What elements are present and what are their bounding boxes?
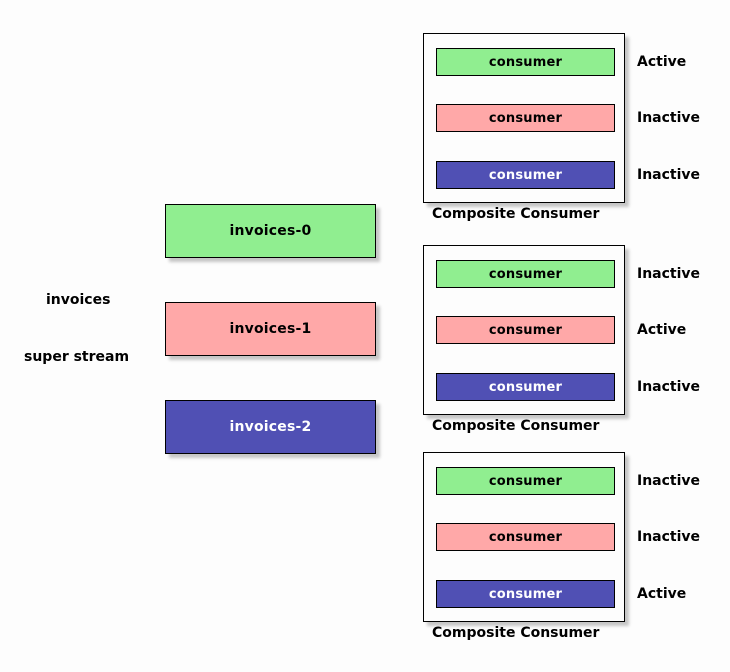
consumer-row: consumer — [436, 104, 615, 132]
partition-label: invoices-2 — [229, 419, 312, 435]
consumer-box-blue[interactable]: consumer — [436, 161, 615, 189]
composite-consumer-caption: Composite Consumer — [432, 625, 600, 641]
stream-partition-invoices-0[interactable]: invoices-0 — [165, 204, 376, 258]
consumer-row: consumer — [436, 523, 615, 551]
composite-consumer-group-1: consumer Active consumer Inactive consum… — [423, 33, 700, 222]
composite-consumer-caption: Composite Consumer — [432, 206, 600, 222]
consumer-status-badge: Inactive — [637, 529, 701, 545]
super-stream-kind-label: super stream — [24, 349, 130, 365]
consumer-label: consumer — [488, 167, 563, 183]
consumer-label: consumer — [488, 473, 563, 489]
consumer-box-pink[interactable]: consumer — [436, 104, 615, 132]
stream-partition-invoices-1[interactable]: invoices-1 — [165, 302, 376, 356]
consumer-label: consumer — [488, 110, 563, 126]
composite-consumer-box[interactable]: consumer Active consumer Inactive consum… — [423, 33, 700, 203]
consumer-box-pink[interactable]: consumer — [436, 316, 615, 344]
consumer-status-badge: Inactive — [637, 473, 701, 489]
consumer-row: consumer — [436, 48, 615, 76]
consumer-row: consumer — [436, 373, 615, 401]
consumer-label: consumer — [488, 586, 563, 602]
consumer-label: consumer — [488, 54, 563, 70]
composite-consumer-caption: Composite Consumer — [432, 418, 600, 434]
consumer-status-badge: Active — [637, 54, 687, 70]
consumer-box-green[interactable]: consumer — [436, 48, 615, 76]
composite-consumer-box[interactable]: consumer Inactive consumer Inactive cons… — [423, 452, 700, 622]
composite-consumer-box[interactable]: consumer Inactive consumer Active consum… — [423, 245, 700, 415]
partition-label: invoices-1 — [229, 321, 312, 337]
stream-partition-invoices-2[interactable]: invoices-2 — [165, 400, 376, 454]
consumer-status-badge: Active — [637, 586, 687, 602]
consumer-row: consumer — [436, 316, 615, 344]
consumer-status-badge: Inactive — [637, 110, 701, 126]
composite-consumer-group-3: consumer Inactive consumer Inactive cons… — [423, 452, 700, 641]
consumer-status-badge: Active — [637, 322, 687, 338]
consumer-label: consumer — [488, 266, 563, 282]
consumer-box-blue[interactable]: consumer — [436, 580, 615, 608]
consumer-box-green[interactable]: consumer — [436, 467, 615, 495]
consumer-row: consumer — [436, 161, 615, 189]
super-stream-name-label: invoices — [46, 292, 111, 308]
consumer-status-badge: Inactive — [637, 379, 701, 395]
consumer-label: consumer — [488, 529, 563, 545]
consumer-row: consumer — [436, 467, 615, 495]
consumer-label: consumer — [488, 322, 563, 338]
consumer-status-badge: Inactive — [637, 167, 701, 183]
consumer-row: consumer — [436, 580, 615, 608]
consumer-label: consumer — [488, 379, 563, 395]
consumer-box-green[interactable]: consumer — [436, 260, 615, 288]
composite-consumer-group-2: consumer Inactive consumer Active consum… — [423, 245, 700, 434]
partition-label: invoices-0 — [229, 223, 312, 239]
consumer-box-blue[interactable]: consumer — [436, 373, 615, 401]
consumer-box-pink[interactable]: consumer — [436, 523, 615, 551]
consumer-status-badge: Inactive — [637, 266, 701, 282]
consumer-row: consumer — [436, 260, 615, 288]
